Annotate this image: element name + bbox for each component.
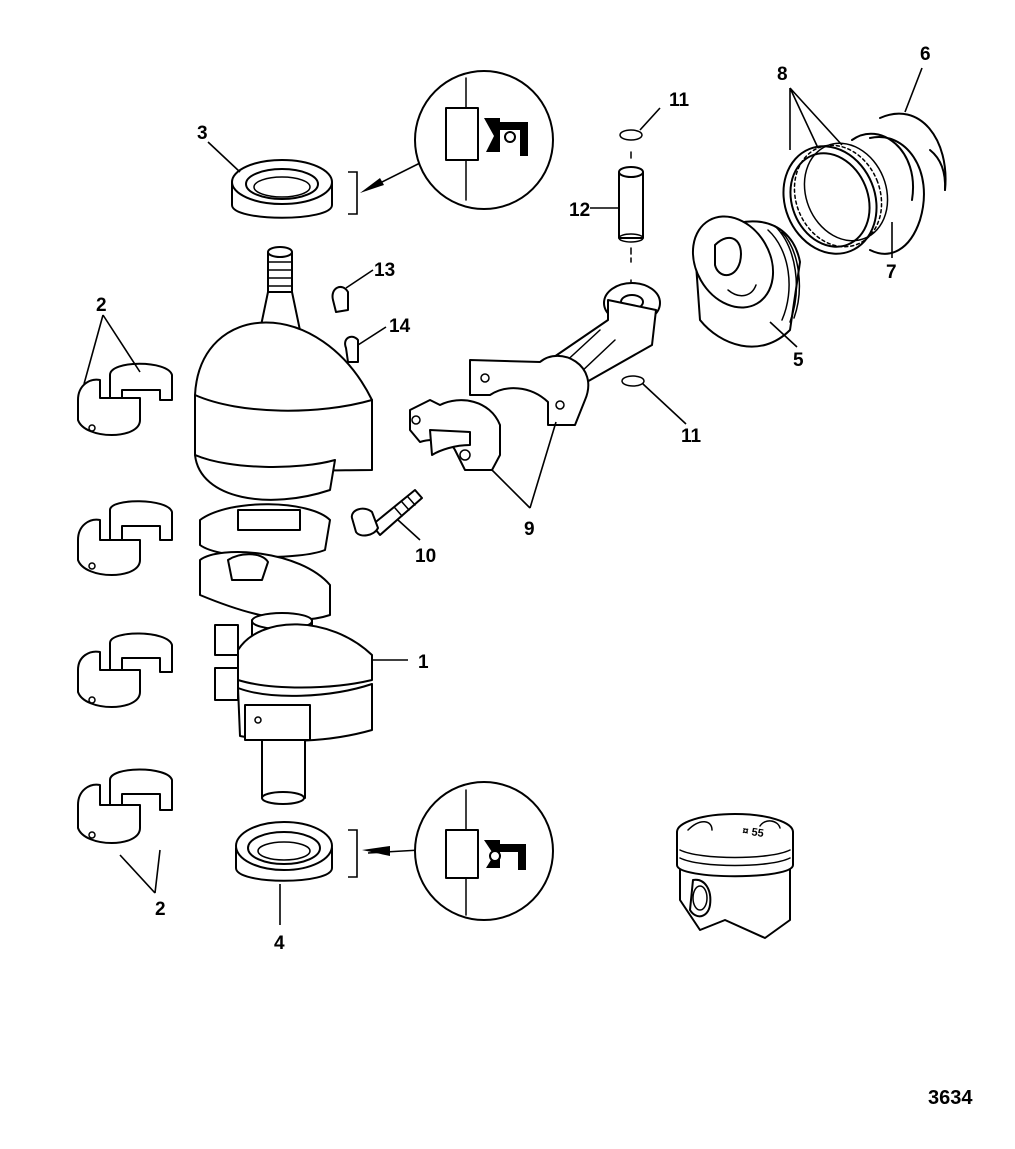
- piston-inset-view: ¤ 55: [676, 813, 794, 939]
- callout-5: 5: [793, 350, 804, 371]
- connecting-rod: [469, 282, 661, 426]
- callout-2-bottom: 2: [155, 899, 166, 920]
- lower-seal-detail: [414, 781, 554, 921]
- callout-14: 14: [389, 316, 411, 337]
- callout-10: 10: [415, 546, 436, 567]
- callout-4: 4: [274, 933, 285, 954]
- main-bearing-set: [77, 362, 173, 844]
- second-ring: [851, 132, 925, 255]
- piston-pin-clip: [619, 129, 643, 141]
- upper-seal-detail: [414, 70, 554, 210]
- upper-oil-seal: [231, 159, 421, 219]
- callout-11-top: 11: [669, 90, 690, 111]
- piston-crown-mark: ¤ 55: [742, 825, 765, 840]
- leader-lines: [83, 67, 923, 925]
- callout-3: 3: [197, 123, 208, 144]
- main-bearing: [77, 362, 173, 436]
- callout-labels: 1 2 2 3 4 5 6 7 8 9 10 11 11 12 13 14: [96, 44, 931, 954]
- main-bearing: [77, 768, 173, 844]
- callout-6: 6: [920, 44, 931, 65]
- rod-bolt: [350, 489, 423, 537]
- key-14: [344, 335, 359, 363]
- callout-2-top: 2: [96, 295, 107, 316]
- piston-pin-clip: [621, 375, 645, 387]
- callout-12: 12: [569, 200, 590, 221]
- top-ring: [879, 112, 947, 191]
- crankshaft: [194, 246, 373, 805]
- callout-11-bottom: 11: [681, 426, 702, 447]
- callout-13: 13: [374, 260, 395, 281]
- main-bearing: [77, 632, 173, 708]
- figure-number: 3634: [928, 1087, 973, 1109]
- callout-8: 8: [777, 64, 788, 85]
- callout-1: 1: [418, 652, 429, 673]
- oil-ring-set: [782, 142, 889, 255]
- key-13: [331, 285, 349, 313]
- callout-9: 9: [524, 519, 535, 540]
- piston: [691, 215, 801, 348]
- callout-7: 7: [886, 262, 897, 283]
- main-bearing: [77, 500, 173, 576]
- lower-oil-seal: [235, 821, 421, 882]
- piston-pin: [618, 166, 644, 243]
- rod-cap: [409, 399, 501, 471]
